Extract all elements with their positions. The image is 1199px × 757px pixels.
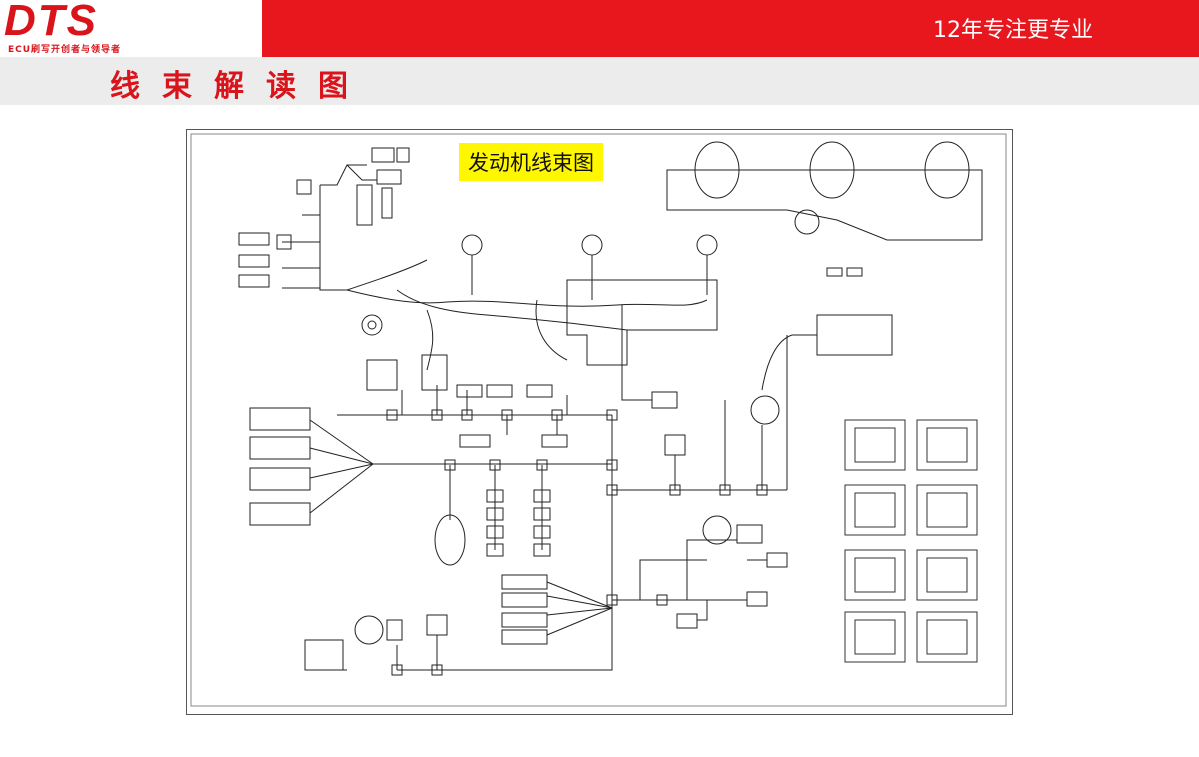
logo-tagline: ECU刷写开创者与领导者 bbox=[8, 45, 122, 55]
title-band: 线束解读图 bbox=[0, 57, 1199, 105]
logo-text: DTS bbox=[4, 0, 98, 45]
header-bar: DTS ECU刷写开创者与领导者 12年专注更专业 bbox=[0, 0, 1199, 57]
wiring-harness-diagram: 发动机线束图 bbox=[186, 129, 1013, 715]
header-red-band: 12年专注更专业 bbox=[262, 0, 1199, 57]
harness-drawing bbox=[190, 133, 1007, 707]
page-title: 线束解读图 bbox=[110, 69, 370, 104]
diagram-label: 发动机线束图 bbox=[459, 143, 603, 181]
logo: DTS ECU刷写开创者与领导者 bbox=[0, 0, 262, 57]
header-slogan: 12年专注更专业 bbox=[933, 18, 1093, 43]
